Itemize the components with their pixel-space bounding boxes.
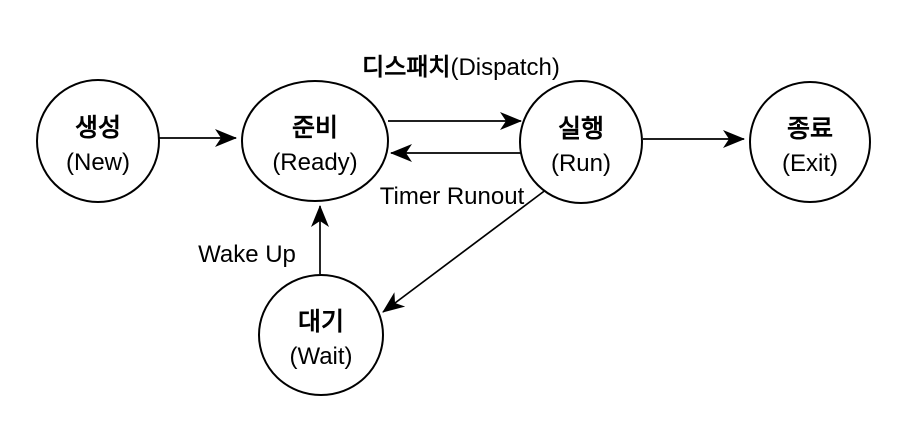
- state-ready-english-label: (Ready): [272, 149, 357, 176]
- state-circle-ready: [241, 80, 389, 202]
- state-new: 생성 (New): [36, 79, 160, 203]
- state-run-english-label: (Run): [551, 150, 611, 177]
- state-exit: 종료 (Exit): [749, 81, 871, 203]
- state-circle-wait: [258, 274, 384, 396]
- state-circle-new: [36, 79, 160, 203]
- state-circle-run: [519, 80, 643, 204]
- state-new-english-label: (New): [66, 149, 130, 176]
- state-wait: 대기 (Wait): [258, 274, 384, 396]
- state-new-korean-label: 생성: [75, 114, 121, 142]
- transition-label-dispatch: 디스패치(Dispatch): [362, 54, 560, 81]
- state-circle-exit: [749, 81, 871, 203]
- state-run-korean-label: 실행: [558, 115, 604, 143]
- arrow-run-to-wait: [382, 188, 548, 313]
- transition-label-dispatch-english: (Dispatch): [450, 54, 559, 81]
- state-wait-english-label: (Wait): [289, 343, 352, 370]
- state-ready-korean-label: 준비: [292, 114, 338, 142]
- state-ready: 준비 (Ready): [241, 80, 389, 202]
- state-wait-korean-label: 대기: [298, 308, 344, 336]
- transition-label-dispatch-korean: 디스패치: [362, 54, 450, 81]
- state-exit-english-label: (Exit): [782, 150, 838, 177]
- transition-label-timer-runout: Timer Runout: [380, 183, 525, 210]
- state-run: 실행 (Run): [519, 80, 643, 204]
- transition-label-wake-up: Wake Up: [198, 241, 296, 268]
- state-exit-korean-label: 종료: [787, 115, 833, 143]
